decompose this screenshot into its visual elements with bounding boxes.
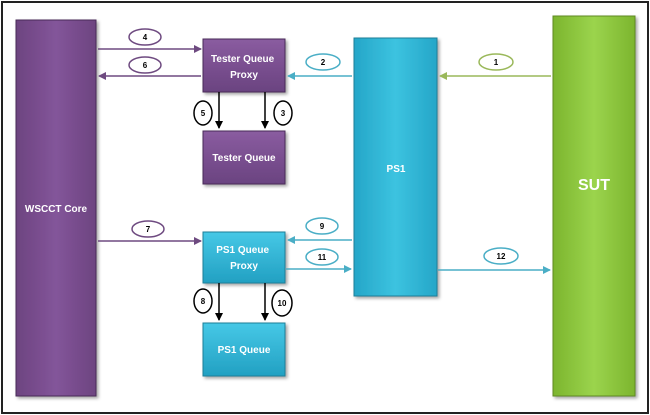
node-ps1: PS1	[353, 37, 438, 297]
node-tester-queue: Tester Queue	[202, 130, 286, 185]
svg-text:PS1 Queue Proxy: PS1 Queue Proxy	[216, 245, 272, 272]
step-badge-5: 5	[193, 100, 213, 126]
node-ps1-label: PS1	[387, 164, 406, 175]
step-badge-7: 7	[131, 220, 165, 238]
step-badge-12: 12	[483, 247, 519, 265]
step-badge-1-label: 1	[494, 58, 499, 67]
step-badge-11: 11	[305, 248, 339, 266]
node-ps1-queue-proxy: PS1 Queue Proxy	[202, 231, 286, 284]
step-badge-9: 9	[305, 217, 339, 235]
node-wscct-core-label: WSCCT Core	[25, 204, 88, 215]
step-badge-4: 4	[128, 28, 162, 46]
step-badge-10: 10	[271, 289, 293, 317]
step-badge-12-label: 12	[497, 252, 506, 261]
step-badge-7-label: 7	[146, 225, 151, 234]
node-tester-queue-proxy-label-line1: Tester Queue	[211, 54, 275, 65]
step-badge-5-label: 5	[201, 109, 206, 118]
node-tester-queue-label: Tester Queue	[212, 153, 276, 164]
step-badge-3: 3	[273, 100, 293, 126]
step-badge-1: 1	[478, 53, 514, 71]
node-ps1-queue-proxy-label-line2: Proxy	[230, 261, 258, 272]
node-sut: SUT	[552, 15, 636, 397]
step-badge-3-label: 3	[281, 109, 286, 118]
step-badge-4-label: 4	[143, 33, 148, 42]
node-ps1-queue: PS1 Queue	[202, 322, 286, 377]
step-badge-8-label: 8	[201, 297, 206, 306]
node-ps1-queue-proxy-label-line1: PS1 Queue	[216, 245, 269, 256]
step-badge-6-label: 6	[143, 61, 148, 70]
node-wscct-core: WSCCT Core	[15, 19, 97, 397]
step-badge-11-label: 11	[318, 253, 327, 262]
node-tester-queue-proxy: Tester Queue Proxy	[202, 38, 286, 93]
svg-text:Tester Queue Proxy: Tester Queue Proxy	[211, 54, 277, 81]
step-badge-9-label: 9	[320, 222, 325, 231]
step-badge-10-label: 10	[278, 299, 287, 308]
node-ps1-queue-label: PS1 Queue	[218, 345, 271, 356]
step-badge-2-label: 2	[321, 58, 326, 67]
step-badge-6: 6	[128, 56, 162, 74]
node-sut-label: SUT	[578, 177, 610, 194]
step-badge-8: 8	[193, 288, 213, 314]
node-tester-queue-proxy-label-line2: Proxy	[230, 70, 258, 81]
step-badge-2: 2	[305, 53, 341, 71]
